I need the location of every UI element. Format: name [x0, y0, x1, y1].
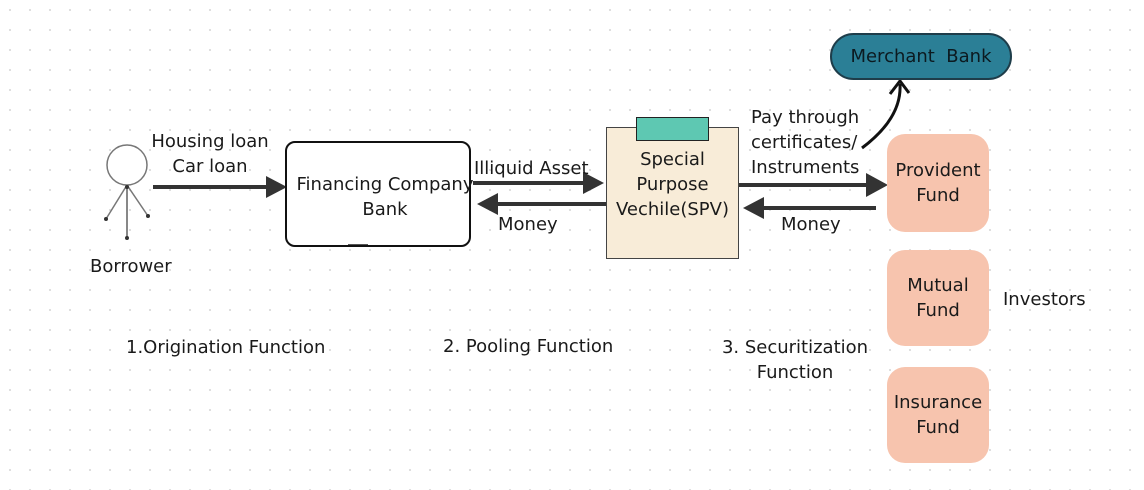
investors-label: Investors — [1003, 289, 1086, 310]
money-label-right: Money — [781, 214, 841, 235]
borrower-figure-icon — [105, 144, 149, 238]
pooling-function-label: 2. Pooling Function — [443, 336, 614, 357]
insurance-fund-line1: Insurance — [893, 392, 983, 413]
spv-line2: Purpose — [636, 174, 709, 195]
money-label-left: Money — [498, 214, 558, 235]
borrower-label: Borrower — [90, 256, 172, 277]
money-arrow-left — [477, 193, 606, 215]
securitization-line1: 3. Securitization — [721, 337, 869, 358]
insurance-fund-line2: Fund — [916, 417, 960, 438]
provident-fund-box: Provident Fund — [887, 134, 989, 232]
financing-company-line2: Bank — [362, 199, 408, 220]
financing-company-line1: Financing Company — [296, 174, 474, 195]
pay-through-line3: Instruments — [751, 157, 860, 178]
spv-tab — [636, 117, 709, 141]
mutual-fund-line2: Fund — [916, 300, 960, 321]
illiquid-asset-label: Illiquid Asset — [474, 158, 589, 179]
financing-company-box — [285, 141, 471, 247]
mutual-fund-box: Mutual Fund — [887, 250, 989, 346]
spv-box — [606, 127, 739, 259]
illiquid-asset-arrow — [473, 172, 604, 194]
spv-line3: Vechile(SPV) — [615, 199, 729, 220]
securitization-line2: Function — [756, 362, 834, 383]
merchant-bank-node: Merchant Bank — [830, 33, 1012, 80]
pay-through-line1: Pay through — [751, 107, 860, 128]
provident-fund-line2: Fund — [916, 185, 960, 206]
pay-through-arrow — [739, 173, 888, 197]
pay-through-label: Pay through certificates/ Instruments — [751, 105, 859, 180]
provident-fund-line1: Provident — [895, 160, 981, 181]
insurance-fund-box: Insurance Fund — [887, 367, 989, 463]
loan-type-car: Car loan — [172, 156, 248, 177]
mutual-fund-line1: Mutual — [907, 275, 969, 296]
spv-text: Special Purpose Vechile(SPV) — [606, 147, 739, 222]
origination-function-label: 1.Origination Function — [126, 337, 326, 358]
merchant-bank-arrow — [861, 78, 911, 150]
financing-box-mark — [348, 244, 368, 245]
securitization-function-label: 3. Securitization Function — [715, 335, 875, 385]
loan-types: Housing loan Car loan — [150, 129, 270, 179]
spv-line1: Special — [640, 149, 705, 170]
loan-arrow — [153, 176, 287, 198]
pay-through-line2: certificates/ — [751, 132, 858, 153]
financing-company-text: Financing Company Bank — [287, 172, 483, 222]
loan-type-housing: Housing loan — [151, 131, 269, 152]
money-arrow-right — [743, 197, 876, 219]
